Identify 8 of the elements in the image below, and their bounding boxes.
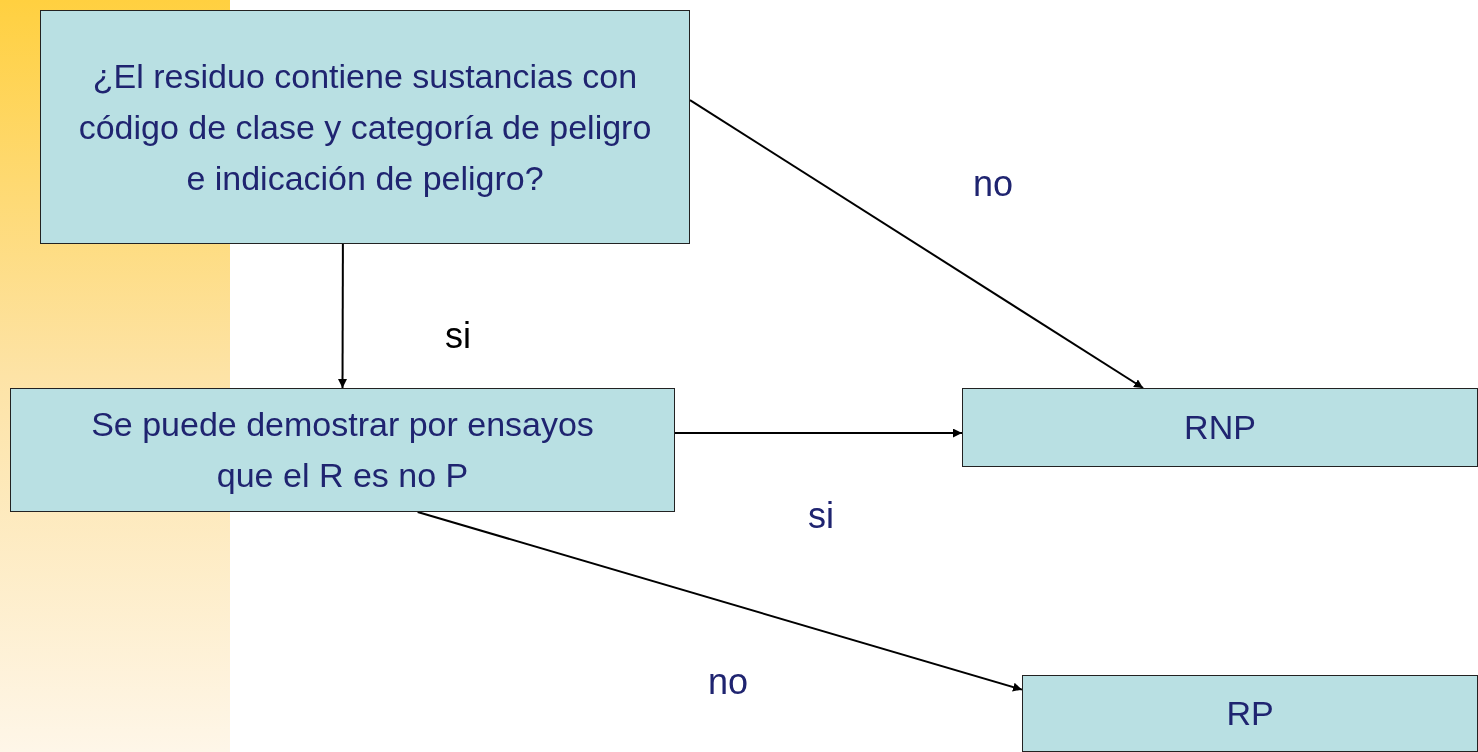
arrow	[674, 428, 963, 438]
process-box: RP	[1022, 675, 1478, 752]
arrow	[416, 511, 1023, 692]
arrow	[338, 243, 347, 389]
process-box: Se puede demostrar por ensayos que el R es no P	[10, 388, 675, 512]
process-box: RNP	[962, 388, 1478, 467]
arrow	[689, 99, 1145, 389]
process-box: ¿El residuo contiene sustancias con código de clase y categoría de peligro e indicación de peligro?	[40, 10, 690, 244]
